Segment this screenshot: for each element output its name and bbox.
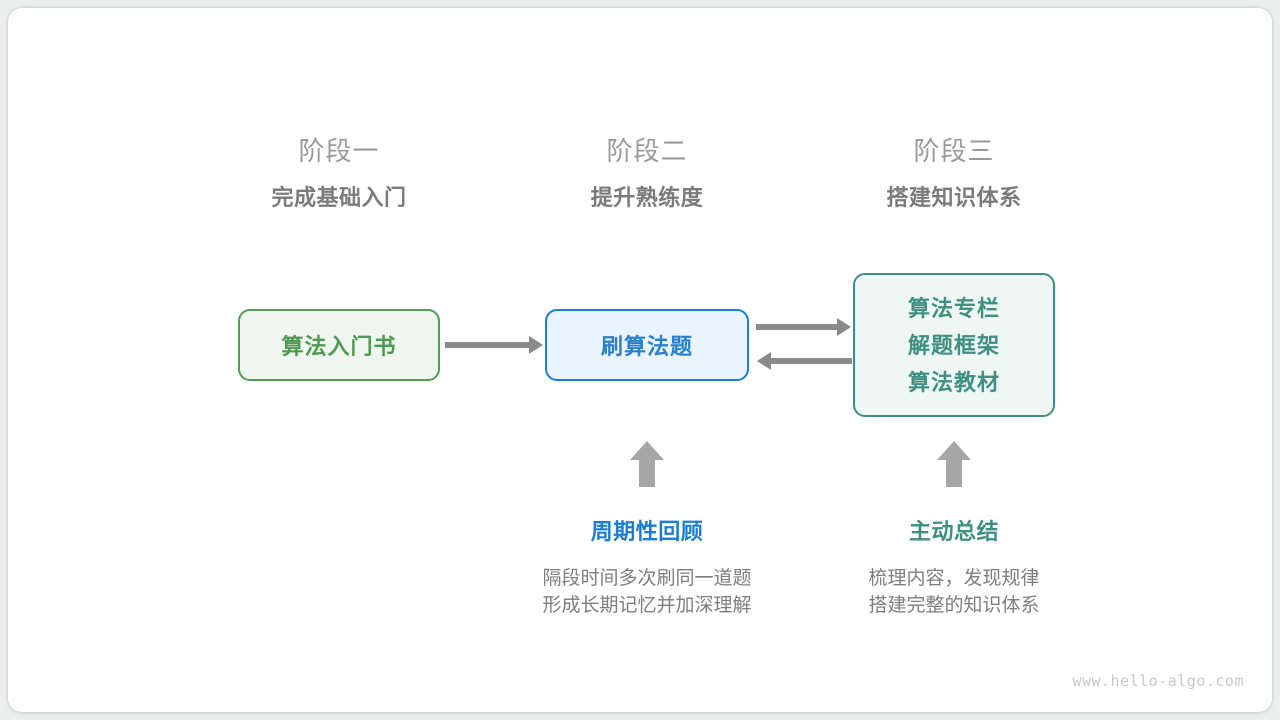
phase-subtitle-1: 完成基础入门 bbox=[271, 185, 407, 210]
node-practice: 刷算法题 bbox=[545, 309, 749, 381]
arrow-up-summary-head bbox=[937, 441, 971, 460]
arrow-book-to-practice-icon bbox=[445, 336, 543, 354]
annotation-review-desc: 隔段时间多次刷同一道题 形成长期记忆并加深理解 bbox=[482, 565, 812, 619]
annotation-review-desc-line-2: 形成长期记忆并加深理解 bbox=[542, 595, 752, 616]
node-resources: 算法专栏 解题框架 算法教材 bbox=[853, 273, 1055, 417]
node-resources-line-2: 解题框架 bbox=[907, 332, 1000, 358]
node-practice-label: 刷算法题 bbox=[600, 334, 693, 359]
node-book: 算法入门书 bbox=[238, 309, 440, 381]
annotation-review-title: 周期性回顾 bbox=[590, 519, 704, 544]
arrow-up-review-icon bbox=[630, 441, 664, 487]
phase-header-2: 阶段二 提升熟练度 bbox=[517, 134, 777, 214]
phase-header-1: 阶段一 完成基础入门 bbox=[209, 134, 469, 214]
arrow-practice-to-resources-icon bbox=[756, 318, 851, 336]
arrow-up-summary-icon bbox=[937, 441, 971, 487]
annotation-summary-desc: 梳理内容，发现规律 搭建完整的知识体系 bbox=[789, 565, 1119, 619]
arrow-resources-to-practice-icon bbox=[757, 352, 852, 370]
phase-title-1: 阶段一 bbox=[298, 136, 380, 166]
node-book-label: 算法入门书 bbox=[281, 334, 397, 359]
phase-subtitle-3: 搭建知识体系 bbox=[886, 185, 1022, 210]
node-resources-line-1: 算法专栏 bbox=[907, 295, 1000, 321]
annotation-summary-desc-line-1: 梳理内容，发现规律 bbox=[868, 568, 1040, 589]
annotation-review: 周期性回顾 隔段时间多次刷同一道题 形成长期记忆并加深理解 bbox=[482, 517, 812, 619]
watermark: www.hello-algo.com bbox=[1072, 672, 1244, 690]
annotation-review-desc-line-1: 隔段时间多次刷同一道题 bbox=[542, 568, 752, 589]
phase-title-3: 阶段三 bbox=[913, 136, 995, 166]
annotation-summary-desc-line-2: 搭建完整的知识体系 bbox=[868, 595, 1040, 616]
annotation-summary: 主动总结 梳理内容，发现规律 搭建完整的知识体系 bbox=[789, 517, 1119, 619]
phase-subtitle-2: 提升熟练度 bbox=[590, 185, 704, 210]
diagram-canvas: 阶段一 完成基础入门 阶段二 提升熟练度 阶段三 搭建知识体系 算法入门书 刷算… bbox=[8, 8, 1272, 712]
arrow-up-review-shaft bbox=[639, 459, 655, 487]
annotation-summary-title: 主动总结 bbox=[908, 519, 999, 544]
arrow-up-summary-shaft bbox=[946, 459, 962, 487]
phase-title-2: 阶段二 bbox=[606, 136, 688, 166]
arrow-up-review-head bbox=[630, 441, 664, 460]
phase-header-3: 阶段三 搭建知识体系 bbox=[824, 134, 1084, 214]
node-resources-line-3: 算法教材 bbox=[907, 369, 1000, 395]
